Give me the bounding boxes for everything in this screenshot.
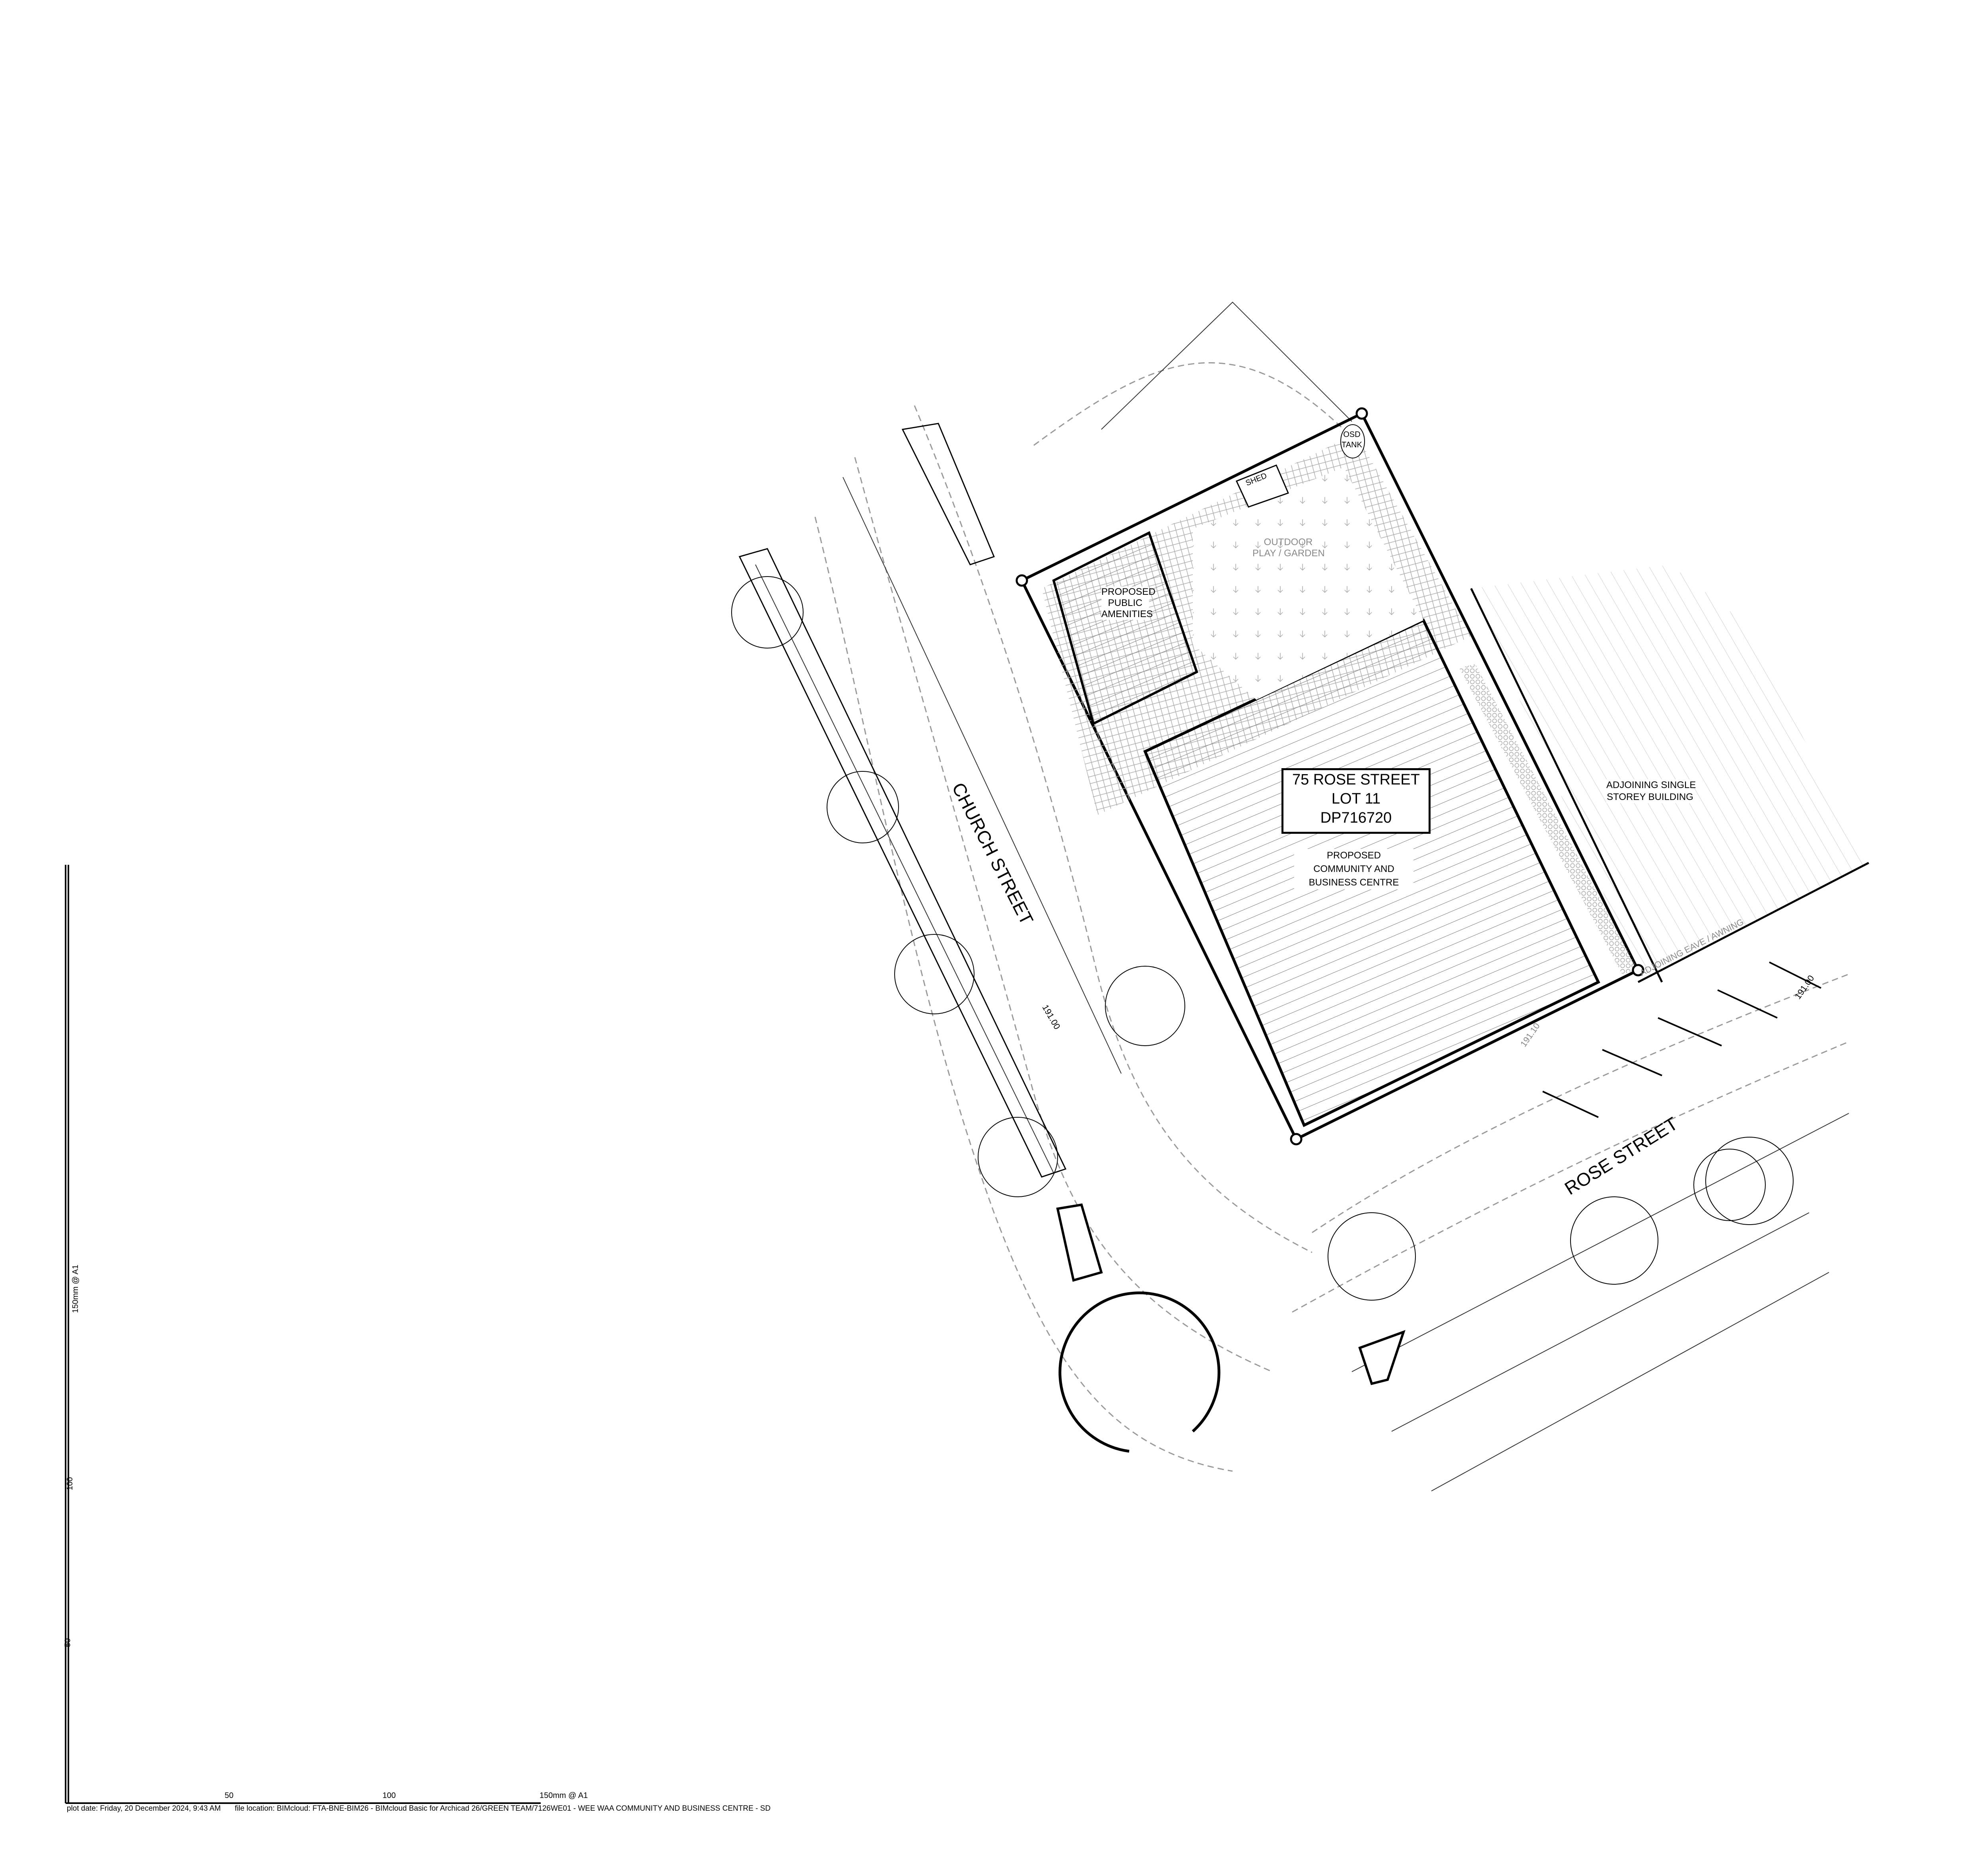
osd-tank xyxy=(1340,424,1365,458)
shed xyxy=(1235,464,1289,508)
adjoining-building-area xyxy=(1471,565,1869,982)
public-amenities-footprint xyxy=(1052,531,1198,726)
building-label: PROPOSED COMMUNITY AND BUSINESS CENTRE xyxy=(1294,849,1413,889)
v-scale-tick-150: 150mm @ A1 xyxy=(71,1264,80,1313)
plot-footer: plot date: Friday, 20 December 2024, 9:4… xyxy=(67,1804,782,1813)
scale-tick-100: 100 xyxy=(382,1791,396,1800)
scale-tick-50: 50 xyxy=(225,1791,234,1800)
v-scale-tick-100: 100 xyxy=(66,1477,75,1491)
v-scale-tick-50: 50 xyxy=(63,1638,72,1647)
file-location: file location: BIMcloud: FTA-BNE-BIM26 -… xyxy=(235,1804,771,1813)
scale-tick-150: 150mm @ A1 xyxy=(540,1791,588,1800)
adjoining-building-label: ADJOINING SINGLE STOREY BUILDING xyxy=(1606,779,1696,803)
osd-tank-label: OSD TANK xyxy=(1342,430,1362,449)
amenities-label: PROPOSED PUBLIC AMENITIES xyxy=(1101,586,1156,620)
plot-date: plot date: Friday, 20 December 2024, 9:4… xyxy=(67,1804,221,1813)
outdoor-play-label: OUTDOOR PLAY / GARDEN xyxy=(1252,537,1325,559)
roundabout xyxy=(1058,1291,1221,1453)
lot-label-box: 75 ROSE STREET LOT 11 DP716720 xyxy=(1281,768,1431,834)
